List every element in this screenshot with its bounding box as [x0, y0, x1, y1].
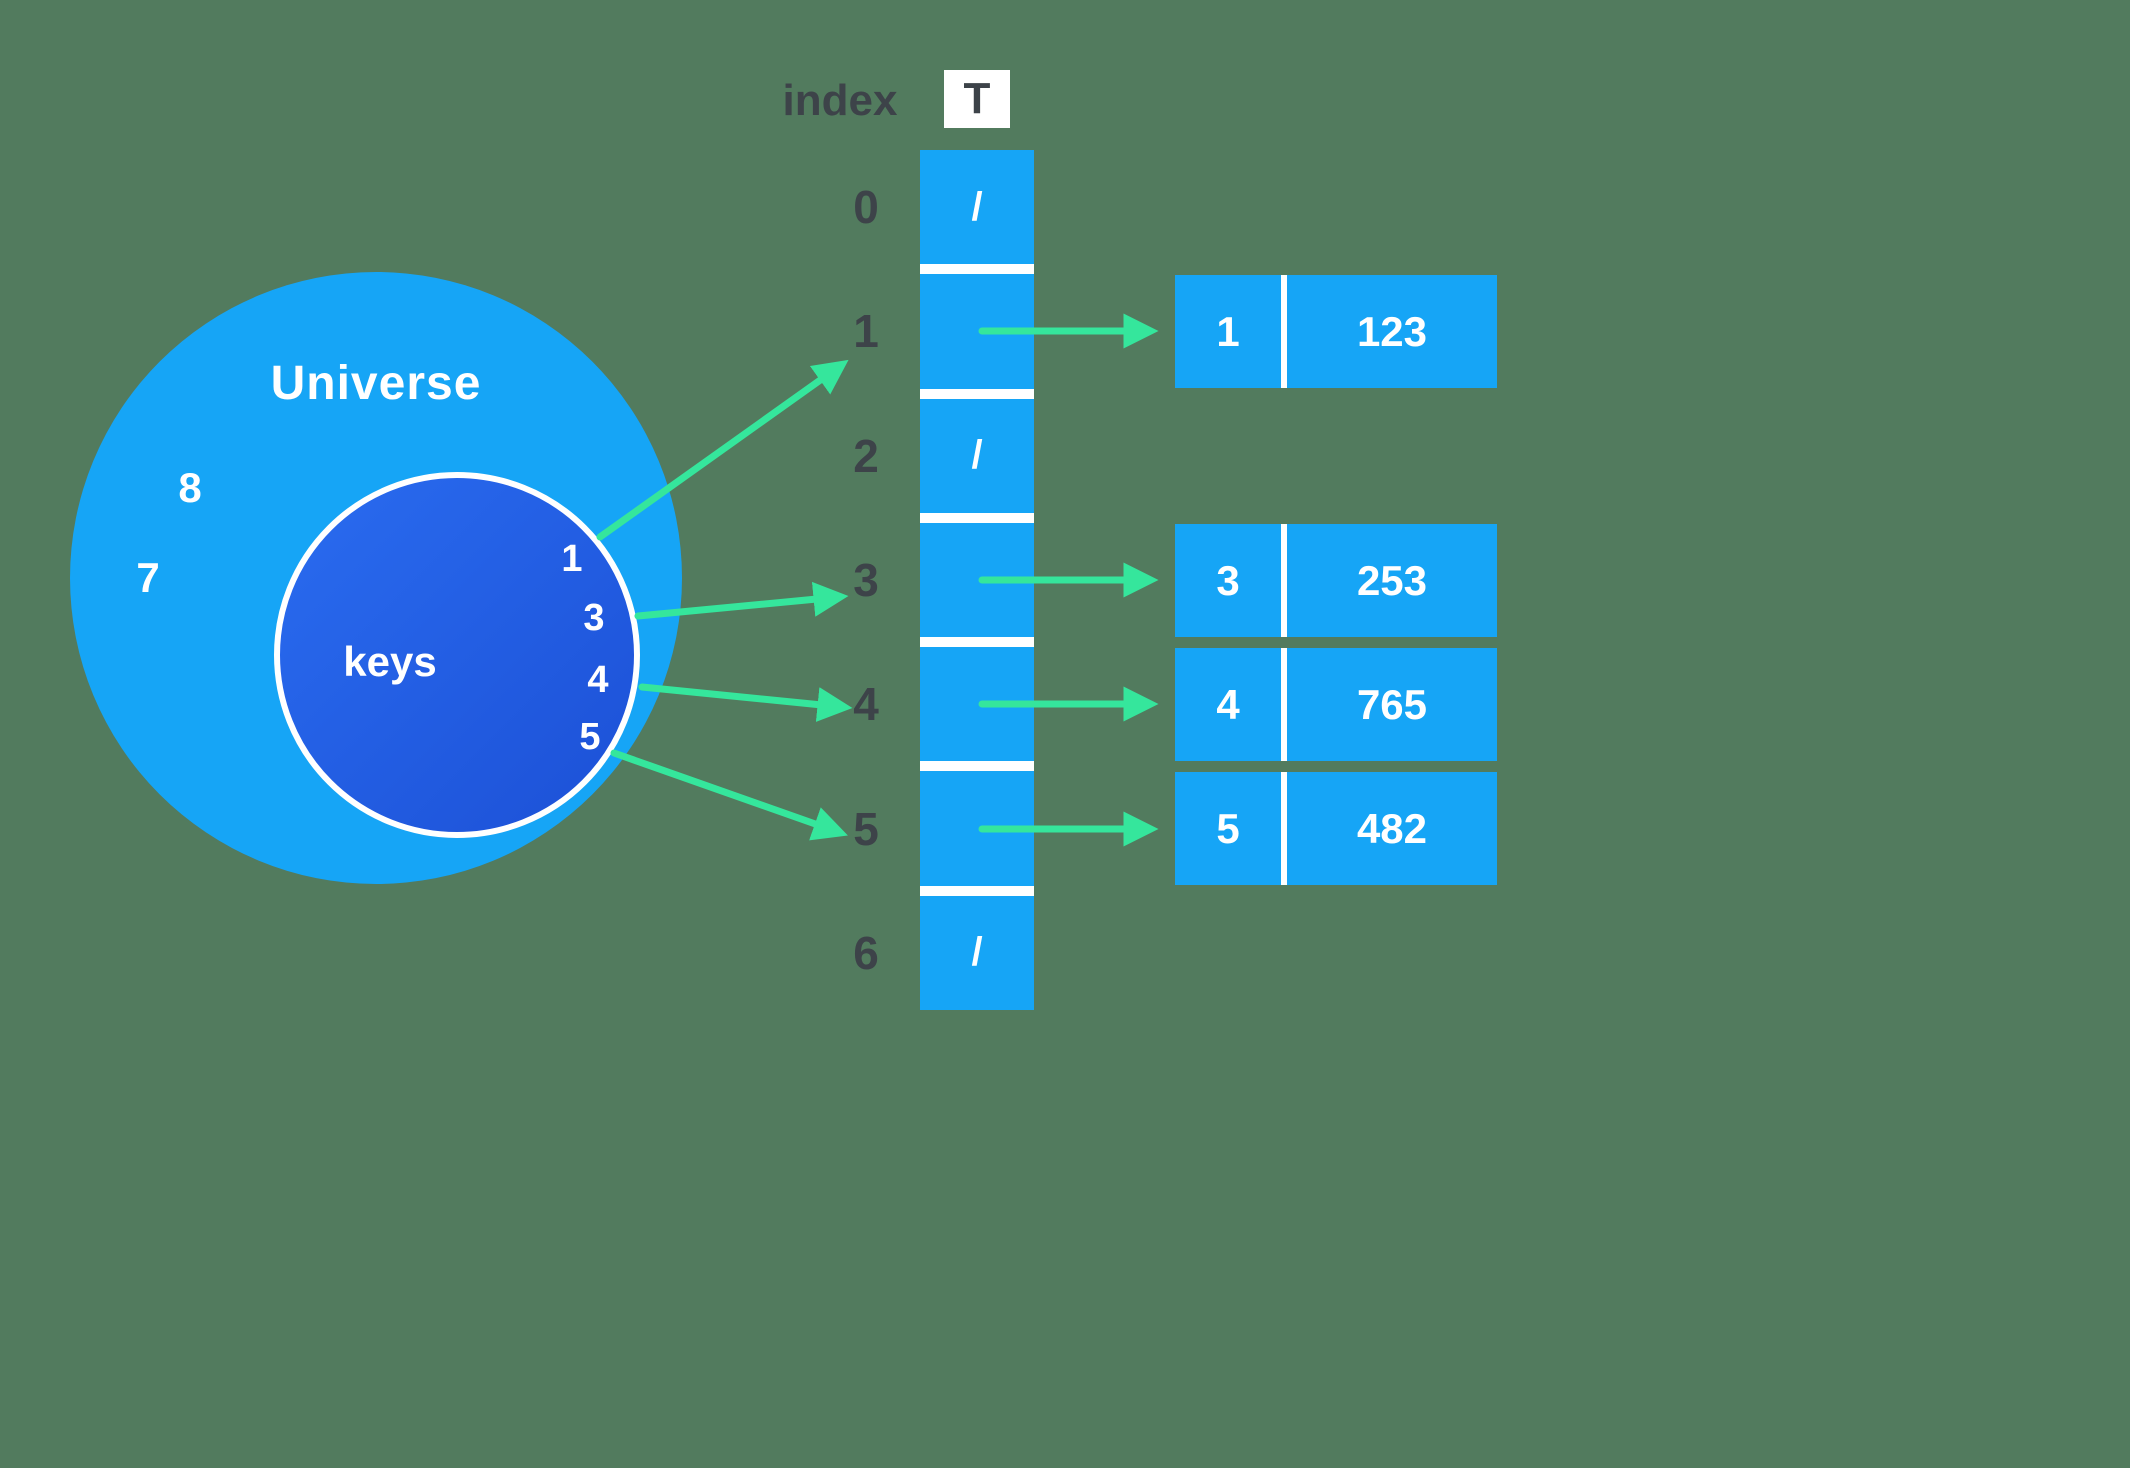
index-label-2: 2	[853, 429, 879, 482]
pair-divider	[1281, 772, 1287, 885]
pair-divider	[1281, 524, 1287, 637]
keys-circle: keys	[274, 472, 640, 838]
index-label-3: 3	[853, 553, 879, 606]
pair-box-3: 3 253	[1175, 524, 1497, 637]
keys-label: keys	[343, 638, 437, 685]
index-label-0: 0	[853, 181, 879, 234]
pair-value-253: 253	[1356, 556, 1428, 604]
index-label-5: 5	[853, 802, 879, 855]
array-cell-3	[920, 522, 1034, 638]
pair-box-1: 1 123	[1175, 275, 1497, 388]
universe-label: Universe	[270, 357, 482, 410]
arrow-key-4-to-cell-4	[638, 683, 853, 722]
pair-box-4: 4 765	[1175, 648, 1497, 761]
key-4: 4	[587, 659, 609, 701]
key-1: 1	[561, 538, 583, 580]
index-label-6: 6	[853, 926, 879, 979]
index-label-4: 4	[853, 678, 879, 731]
pair-divider	[1281, 275, 1287, 388]
pair-key-5: 5	[1216, 804, 1240, 852]
universe-item-7: 7	[136, 554, 160, 601]
array-cell-6: /	[920, 895, 1034, 1010]
array-column: / / /	[920, 150, 1034, 1010]
key-3: 3	[583, 597, 605, 639]
pair-key-1: 1	[1216, 307, 1240, 355]
pair-key-3: 3	[1216, 556, 1240, 604]
table-name-box: T	[944, 70, 1010, 128]
pair-value-765: 765	[1356, 680, 1428, 728]
array-cell-0: /	[920, 150, 1034, 265]
table-name-label: T	[963, 74, 991, 123]
index-header-label: index	[782, 76, 898, 125]
index-label-1: 1	[853, 305, 879, 358]
key-5: 5	[579, 716, 601, 758]
pair-box-5: 5 482	[1175, 772, 1497, 885]
pair-value-482: 482	[1356, 804, 1428, 852]
index-column: 0 1 2 3 4 5 6	[826, 150, 906, 1010]
array-cell-5	[920, 771, 1034, 886]
pair-key-4: 4	[1216, 680, 1240, 728]
array-cell-2: /	[920, 398, 1034, 513]
universe-item-8: 8	[178, 464, 202, 511]
array-cell-4	[920, 647, 1034, 762]
array-cell-1	[920, 274, 1034, 389]
pair-divider	[1281, 648, 1287, 761]
pair-value-123: 123	[1356, 307, 1428, 355]
arrow-key-5-to-cell-5	[610, 749, 848, 841]
